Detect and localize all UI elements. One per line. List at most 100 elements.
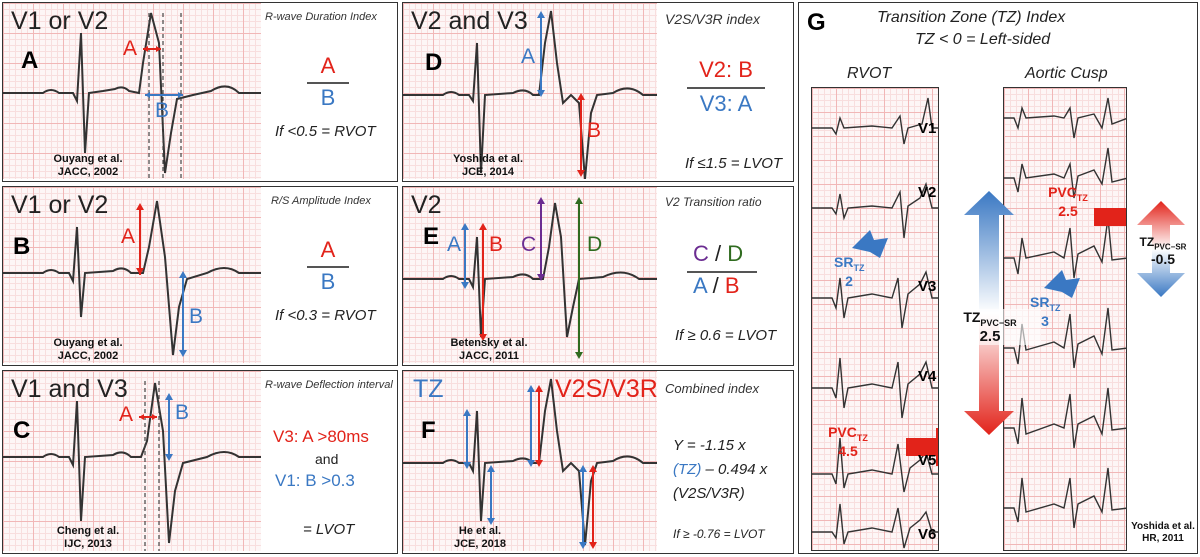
sr-label-rvot: SRTZ 2 [834,254,864,289]
label-a: A [119,403,134,426]
index-name: R-wave Duration Index [265,11,377,23]
criterion-v3: V3: A >80ms [273,427,369,446]
ecg-trace-e [403,197,657,359]
fraction-bottom: A / B [693,273,740,299]
tz-value: -0.5 [1150,251,1176,268]
lead-v5: V5 [918,452,937,469]
label-a: A [521,45,536,68]
tz-sub: PVC−SR [1154,242,1187,252]
ecg-trace-c [3,381,261,551]
frac-d: D [727,241,744,266]
fraction-numerator: A [320,237,336,262]
panel-letter: C [13,417,31,444]
fraction-line [307,82,349,84]
ecg-grid [3,371,261,551]
fraction-numerator: V2: B [699,57,753,82]
tz-value: 2.5 [979,327,1001,345]
citation-journal: JCE, 2014 [462,166,514,178]
pvc-sub: TZ [1076,192,1088,203]
tz-side-label: TZPVC−SR -0.5 [1131,235,1195,267]
criterion: If ≥ -0.76 = LVOT [673,527,765,541]
criterion: If <0.5 = RVOT [275,123,376,140]
pvc-value: 4.5 [838,442,858,459]
frac-slash: / [712,273,719,298]
index-name: R/S Amplitude Index [271,195,371,207]
label-b: B [489,233,504,256]
citation-author: Yoshida et al. [1131,521,1195,532]
frac-c: C [693,241,709,266]
ecg-trace-b [3,200,261,357]
fraction-denominator: V3: A [699,91,753,116]
lead-label: V2 [411,191,442,219]
citation: Cheng et al. IJC, 2013 [33,525,143,551]
equation-line-1: Y = -1.15 x [673,437,746,454]
lead-label: V2 and V3 [411,7,528,35]
tz-double-arrow-main [964,191,1185,435]
sr-label-aortic: SRTZ 3 [1030,294,1060,329]
lead-v1: V1 [918,120,937,137]
label-b: B [155,99,170,122]
lead-v2: V2 [918,184,937,201]
citation-journal: JACC, 2011 [459,350,519,362]
citation-journal: HR, 2011 [1142,533,1184,544]
panel-subtitle: TZ < 0 = Left-sided [915,31,1051,48]
lead-label-tz: TZ [413,375,444,403]
ecg-grid [3,187,261,363]
citation: Ouyang et al. JACC, 2002 [33,153,143,179]
fraction-line [307,266,349,268]
index-name: V2 Transition ratio [665,195,762,209]
citation: Yoshida et al. HR, 2011 [1127,521,1197,545]
sr-sub: TZ [853,262,865,273]
panel-letter: F [421,417,436,444]
pvc-label-rvot: PVCTZ 4.5 [828,424,868,459]
citation-author: Betensky et al. [450,337,528,349]
lead-label-v: V2S/V3R [555,375,658,403]
panel-d: V2 and V3 D A B Yoshida et al. JCE, 2014… [402,2,794,182]
frac-b: B [724,273,740,298]
tz-sub: PVC−SR [980,317,1017,328]
lead-v6: V6 [918,526,937,543]
citation-journal: IJC, 2013 [64,538,112,550]
label-b: B [587,119,602,142]
panel-letter: G [807,9,826,36]
pvc-text: PVC [1048,184,1077,200]
label-a: A [447,233,462,256]
fraction-line [687,271,757,273]
ecg-trace-rvot [812,97,938,549]
sr-value: 2 [845,272,853,289]
ecg-grid [403,187,657,363]
ecg-trace-a [3,12,261,179]
lead-label: V1 or V2 [11,7,109,35]
citation: He et al. JCE, 2018 [425,525,535,551]
frac-a: A [693,273,707,298]
criterion: If ≥ 0.6 = LVOT [675,327,777,344]
lead-label: V1 and V3 [11,375,128,403]
citation-author: Ouyang et al. [53,337,123,349]
column-title-rvot: RVOT [847,65,892,82]
panel-c: V1 and V3 C A B Cheng et al. IJC, 2013 R… [2,370,398,554]
panel-g: G Transition Zone (TZ) Index TZ < 0 = Le… [798,2,1198,554]
frac-slash: / [715,241,722,266]
criterion-v1: V1: B >0.3 [275,471,355,490]
lead-label: V1 or V2 [11,191,109,219]
pvc-label-aortic: PVCTZ 2.5 [1048,184,1088,219]
lead-v3: V3 [918,278,937,295]
citation-journal: JACC, 2002 [57,350,119,362]
sr-sub: TZ [1049,302,1061,313]
fraction-line [687,87,765,89]
label-c: C [521,233,537,256]
equation-coef: – 0.494 x [701,461,768,478]
citation: Yoshida et al. JCE, 2014 [433,153,543,179]
tz-text: TZ [963,309,981,325]
citation-author: Cheng et al. [56,525,120,537]
index-name: Combined index [665,381,759,396]
citation-author: Yoshida et al. [452,153,524,165]
column-title-aortic: Aortic Cusp [1025,65,1108,82]
sr-value: 3 [1041,312,1049,329]
equation-tz: (TZ) [673,461,702,478]
panel-a: V1 or V2 A A B Ouyang et al. JACC, 2002 … [2,2,398,182]
ecg-trace-d [403,10,657,179]
index-name: R-wave Deflection interval [265,379,393,391]
criterion-and: and [315,451,339,467]
label-d: D [587,233,603,256]
